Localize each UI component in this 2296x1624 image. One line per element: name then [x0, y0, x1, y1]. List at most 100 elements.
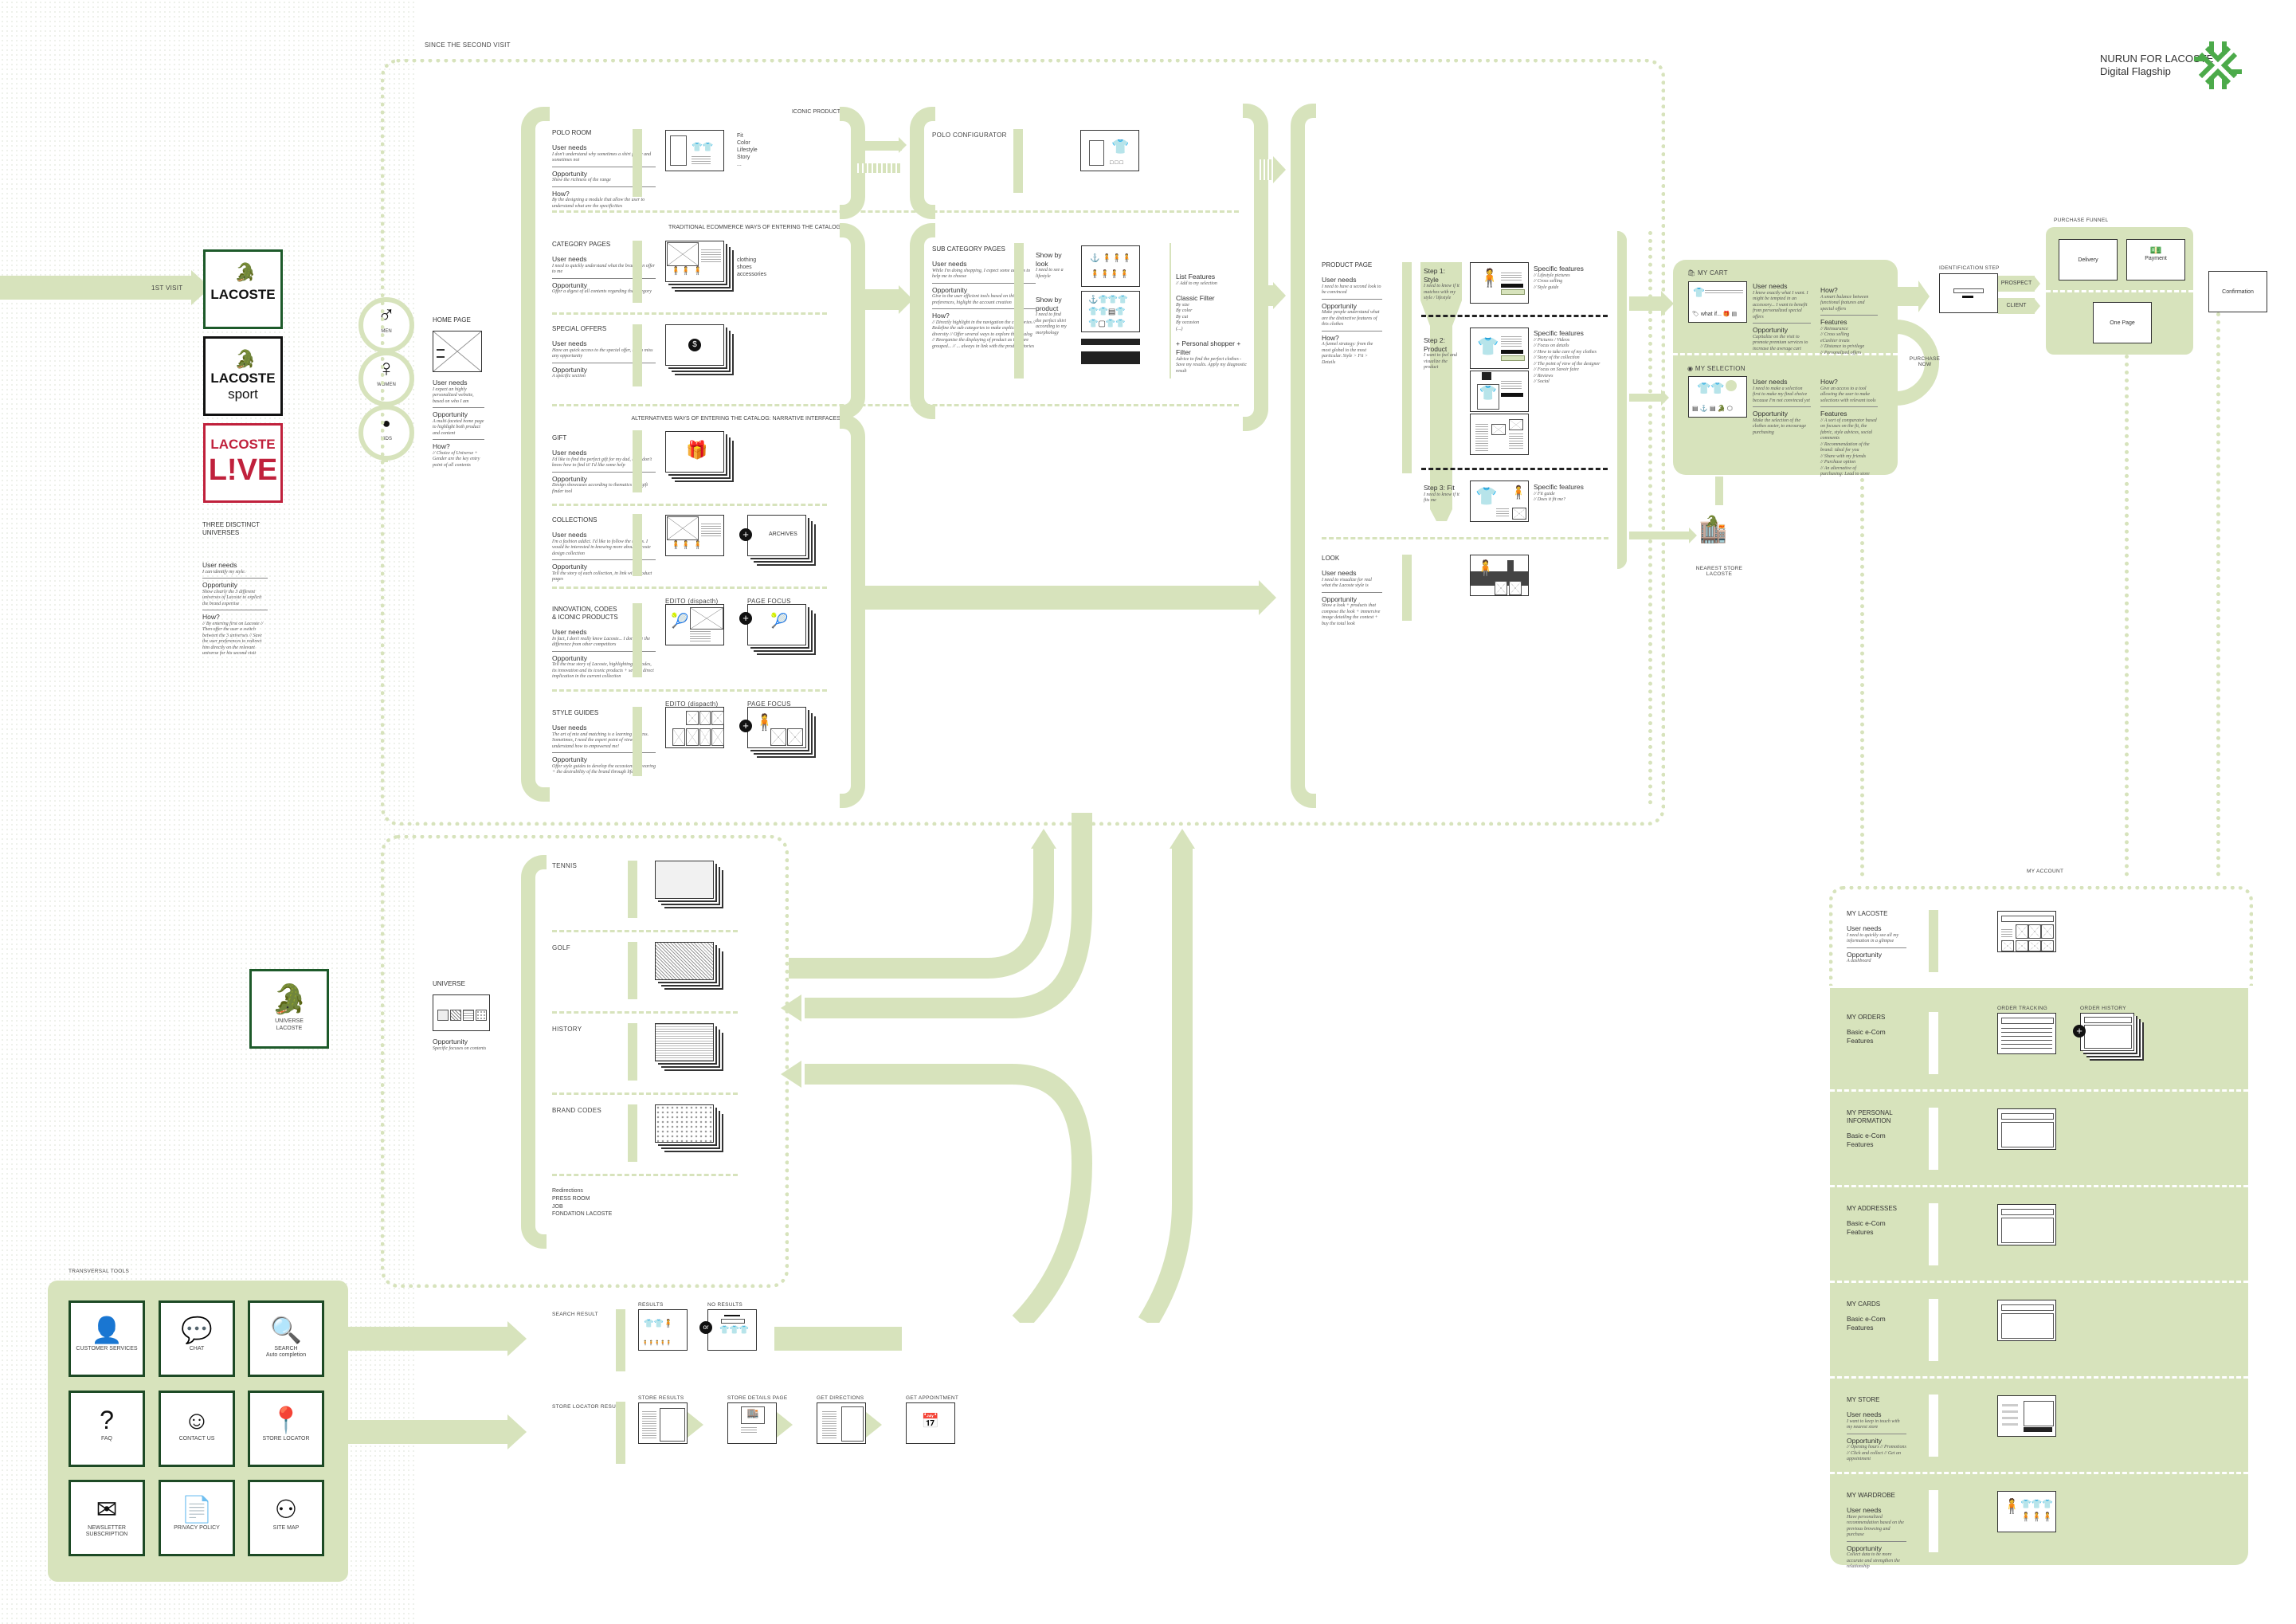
universe-item-history[interactable]: HISTORY — [552, 1026, 582, 1033]
text-lines — [1501, 381, 1522, 390]
my-store-title: MY STORE — [1847, 1396, 1880, 1403]
identification-wireframe[interactable] — [1939, 273, 1998, 313]
nearest-store-label[interactable]: NEAREST STORE LACOSTE — [1695, 566, 1743, 577]
compare-row: ▤ ⚓ ▤ 🐊 ⬡ — [1692, 405, 1733, 412]
step-2-wireframe-2[interactable]: 👕 — [1470, 371, 1529, 412]
store-results-label: STORE RESULTS — [638, 1395, 684, 1401]
brand-codes-wireframe[interactable] — [655, 1104, 714, 1143]
order-tracking-wireframe[interactable] — [1997, 1013, 2056, 1054]
step-2-wireframe-1[interactable]: 👕 — [1470, 328, 1529, 369]
tool-faq[interactable]: ? FAQ — [69, 1391, 145, 1467]
universe-item-tennis[interactable]: TENNIS — [552, 862, 578, 869]
tool-site-map[interactable]: ⚇ SITE MAP — [248, 1480, 324, 1556]
addresses-wireframe[interactable] — [1997, 1204, 2056, 1245]
lacoste-sport-logo[interactable]: 🐊 LACOSTE sport — [203, 336, 283, 416]
opportunity-heading: Opportunity — [552, 280, 587, 289]
redirection-fondation[interactable]: FONDATION LACOSTE — [552, 1211, 613, 1218]
my-wardrobe-wireframe[interactable]: 🧍 👕👕👕🧍🧍🧍 — [1997, 1491, 2056, 1532]
look-wireframe[interactable]: 🧍 — [1470, 555, 1529, 596]
innovation-info: INNOVATION, CODES & ICONIC PRODUCTS User… — [552, 606, 656, 685]
my-store-wireframe[interactable] — [1997, 1395, 2056, 1437]
tool-customer-services[interactable]: 👤 CUSTOMER SERVICES — [69, 1300, 145, 1377]
tool-store-locator[interactable]: 📍 STORE LOCATOR — [248, 1391, 324, 1467]
edito-label: EDITO (dispacth) — [665, 700, 719, 708]
universe-lacoste-logo[interactable]: 🐊 UNIVERSE LACOSTE — [249, 969, 329, 1049]
show-by-look-wireframe[interactable]: ⚓ 🧍🧍🧍🧍🧍🧍🧍 — [1081, 245, 1140, 287]
gender-kids[interactable]: ● KIDS — [359, 405, 414, 461]
redirection-press-room[interactable]: PRESS ROOM — [552, 1195, 590, 1202]
polo-room-wireframe[interactable]: 👕👕 — [665, 130, 724, 171]
tool-contact-us[interactable]: ☺ CONTACT US — [159, 1391, 235, 1467]
universe-item-golf[interactable]: GOLF — [552, 944, 570, 951]
my-personal-desc: Basic e-Com Features — [1847, 1132, 1886, 1148]
selection-wireframe[interactable]: 👕👕 ▤ ⚓ ▤ 🐊 ⬡ — [1688, 376, 1747, 418]
payment-step[interactable]: 💵 Payment — [2126, 239, 2185, 280]
section-bar — [628, 861, 637, 918]
delivery-step[interactable]: Delivery — [2059, 239, 2118, 280]
tool-newsletter[interactable]: ✉ NEWSLETTER SUBSCRIPTION — [69, 1480, 145, 1556]
category-page-wireframe[interactable]: 🧍🧍 🧍 — [665, 241, 724, 282]
innovation-edito-wireframe[interactable]: 🎾 — [665, 604, 724, 645]
tool-chat[interactable]: 💬 CHAT — [159, 1300, 235, 1377]
style-guides-edito-wireframe[interactable] — [665, 707, 724, 748]
get-directions-wireframe[interactable] — [817, 1402, 866, 1444]
client-button[interactable]: CLIENT — [1998, 298, 2035, 314]
special-offers-wireframe[interactable]: $ — [665, 324, 724, 366]
step-1-wireframe[interactable]: 🧍 — [1470, 262, 1529, 304]
golf-wireframe[interactable] — [655, 942, 714, 980]
my-lacoste-wireframe[interactable] — [1997, 911, 2056, 952]
filter-bar[interactable] — [1081, 339, 1140, 345]
personal-shopper-bar[interactable] — [1081, 351, 1140, 364]
universe-wireframe[interactable] — [433, 994, 490, 1031]
cards-wireframe[interactable] — [1997, 1300, 2056, 1341]
gift-wireframe[interactable]: 🎁 — [665, 431, 724, 473]
no-results-wireframe[interactable]: 👕👕👕 — [707, 1309, 757, 1351]
tool-privacy-policy[interactable]: 📄 PRIVACY POLICY — [159, 1480, 235, 1556]
show-by-product-wireframe[interactable]: ⚓👕👕👕👕👕▤👕👕▢👕👕 — [1081, 291, 1140, 332]
one-page-step[interactable]: One Page — [2093, 302, 2152, 343]
confirmation-step[interactable]: Confirmation — [2208, 271, 2267, 312]
step-2-wireframe-3[interactable] — [1470, 414, 1529, 455]
to-cart-connector — [1629, 296, 1661, 311]
order-history-wireframe[interactable] — [2080, 1013, 2134, 1051]
collections-title: COLLECTIONS — [552, 516, 598, 524]
store-details-wireframe[interactable]: 🏬 — [727, 1402, 777, 1444]
section-bar — [633, 514, 642, 576]
sub-category-info: SUB CATEGORY PAGES User needs While I'm … — [932, 245, 1036, 355]
project-title-line1: NURUN FOR LACOSTE — [2100, 53, 2214, 65]
home-page-wireframe[interactable] — [433, 331, 482, 372]
plus-icon[interactable]: + — [2073, 1025, 2086, 1038]
image-placeholder — [670, 135, 687, 166]
lacoste-live-logo[interactable]: LACOSTE L!VE — [203, 423, 283, 503]
redirection-job[interactable]: JOB — [552, 1203, 563, 1210]
innovation-page-focus-wireframe[interactable]: 🎾 — [747, 604, 806, 645]
style-guides-page-focus-wireframe[interactable]: 🧍 — [747, 707, 806, 748]
results-wireframe[interactable]: 👕👕🧍 🧍🧍🧍🧍🧍 — [638, 1309, 688, 1351]
tennis-wireframe[interactable] — [655, 861, 714, 899]
plus-icon[interactable]: + — [739, 528, 752, 541]
model-figure-icon: 🧍 — [2003, 1498, 2021, 1514]
connector-arrow-head — [1259, 580, 1276, 615]
archives-wireframe[interactable]: ARCHIVES — [747, 515, 806, 556]
step-3-wireframe[interactable]: 👕 🧍 — [1470, 481, 1529, 522]
get-appointment-wireframe[interactable]: 📅 — [906, 1402, 955, 1444]
universe-item-brand-codes[interactable]: BRAND CODES — [552, 1107, 601, 1114]
tennis-swatch — [437, 1010, 449, 1021]
purchase-now-label[interactable]: PURCHASE NOW — [1909, 356, 1941, 367]
collections-wireframe[interactable]: 🧍🧍 🧍 — [665, 515, 724, 556]
section-bar — [1014, 243, 1024, 379]
step-desc: I want to feel and visualize the product — [1424, 353, 1457, 371]
feature-item: Lifestyle — [737, 147, 758, 154]
polo-configurator-wireframe[interactable]: 👕 □□□ — [1080, 130, 1139, 171]
personal-info-wireframe[interactable] — [1997, 1108, 2056, 1150]
lacoste-logo[interactable]: 🐊 LACOSTE — [203, 249, 283, 329]
lacoste-logo-text: LACOSTE — [210, 287, 276, 302]
tool-search[interactable]: 🔍 SEARCH Auto completion — [248, 1300, 324, 1377]
opportunity-text: Capitalize on the visit to promote premi… — [1753, 334, 1808, 351]
prospect-button[interactable]: PROSPECT — [1998, 276, 2035, 292]
plus-icon[interactable]: + — [739, 720, 752, 732]
store-results-wireframe[interactable] — [638, 1402, 688, 1444]
history-wireframe[interactable] — [655, 1023, 714, 1061]
plus-icon[interactable]: + — [739, 612, 752, 625]
cart-wireframe[interactable]: 👕 🏷 what if... 🎁 ▤ — [1688, 281, 1747, 323]
